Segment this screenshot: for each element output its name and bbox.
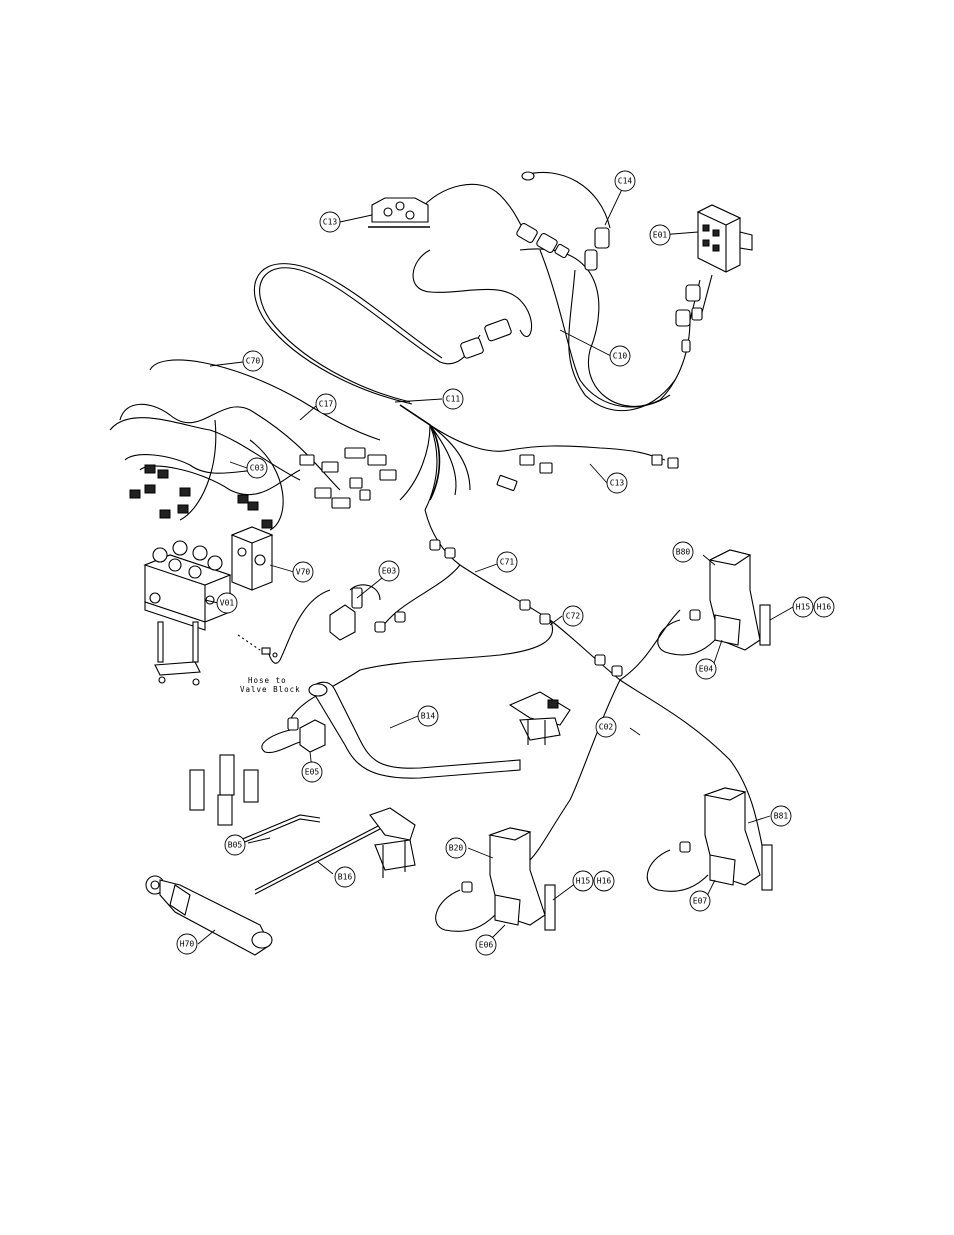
callout-b16: B16 (335, 867, 355, 887)
callout-leaders (198, 183, 793, 944)
callout-c11: C11 (443, 389, 463, 409)
svg-text:H15: H15 (576, 877, 591, 886)
callout-h16-lower: H16 (594, 871, 614, 891)
callout-e06: E06 (476, 935, 496, 955)
hydraulic-cylinder-part (146, 876, 272, 955)
callout-b81: B81 (771, 806, 791, 826)
callout-v01: V01 (217, 593, 237, 613)
svg-text:B05: B05 (228, 841, 243, 850)
svg-text:H70: H70 (180, 940, 195, 949)
svg-text:B16: B16 (338, 873, 353, 882)
plates-part (190, 755, 258, 825)
callout-e05: E05 (302, 762, 322, 782)
svg-text:E07: E07 (693, 897, 708, 906)
callout-e04: E04 (696, 659, 716, 679)
svg-text:B81: B81 (774, 812, 789, 821)
svg-text:C10: C10 (613, 352, 628, 361)
rod-b05-part (240, 815, 320, 844)
callout-c72: C72 (563, 606, 583, 626)
svg-text:E03: E03 (382, 567, 397, 576)
hose-fitting-part (238, 635, 277, 657)
svg-text:C17: C17 (319, 400, 334, 409)
svg-text:C13: C13 (610, 479, 625, 488)
svg-text:H16: H16 (597, 877, 612, 886)
callout-c13-top: C13 (320, 212, 340, 232)
svg-text:B14: B14 (421, 712, 436, 721)
tube-b14-part (309, 682, 520, 778)
callout-h15-upper: H15 (793, 597, 813, 617)
sensor-e05-part (262, 718, 325, 753)
svg-text:C72: C72 (566, 612, 581, 621)
svg-text:C14: C14 (618, 177, 633, 186)
svg-text:C70: C70 (246, 357, 261, 366)
svg-text:H16: H16 (817, 603, 832, 612)
svg-text:V70: V70 (296, 568, 311, 577)
bracket-b81-part (647, 788, 772, 891)
svg-text:C03: C03 (250, 464, 265, 473)
rod-b16-part (255, 808, 415, 894)
svg-text:E01: E01 (653, 231, 668, 240)
callout-c71: C71 (497, 552, 517, 572)
svg-text:Valve Block: Valve Block (240, 685, 301, 694)
callout-c17: C17 (316, 394, 336, 414)
callout-c10: C10 (610, 346, 630, 366)
callout-e07: E07 (690, 891, 710, 911)
svg-text:C71: C71 (500, 558, 515, 567)
svg-text:E06: E06 (479, 941, 494, 950)
bracket-assembly-part (510, 692, 570, 745)
callout-b05: B05 (225, 835, 245, 855)
callout-b20: B20 (446, 838, 466, 858)
valve-v70-part (232, 527, 272, 590)
switch-plate-part (368, 198, 430, 227)
svg-text:C02: C02 (599, 723, 614, 732)
svg-text:V01: V01 (220, 599, 235, 608)
inline-connectors (430, 540, 622, 676)
callout-e03: E03 (379, 561, 399, 581)
svg-text:C13: C13 (323, 218, 338, 227)
callout-v70: V70 (293, 562, 313, 582)
callout-c14: C14 (615, 171, 635, 191)
callout-b80: B80 (673, 542, 693, 562)
valve-block-v01-part (145, 541, 230, 685)
callout-h15-lower: H15 (573, 871, 593, 891)
callout-e01: E01 (650, 225, 670, 245)
svg-text:E04: E04 (699, 665, 714, 674)
svg-text:Hose to: Hose to (248, 676, 287, 685)
callout-h70: H70 (177, 934, 197, 954)
callout-b14: B14 (418, 706, 438, 726)
bracket-b80-part (658, 550, 770, 655)
callout-h16-upper: H16 (814, 597, 834, 617)
callout-c70: C70 (243, 351, 263, 371)
svg-text:B20: B20 (449, 844, 464, 853)
svg-text:E05: E05 (305, 768, 320, 777)
callout-c02: C02 (596, 717, 616, 737)
control-box-part (676, 205, 752, 352)
svg-text:C11: C11 (446, 395, 461, 404)
hose-note: Hose to Valve Block (240, 676, 301, 694)
svg-text:B80: B80 (676, 548, 691, 557)
svg-text:H15: H15 (796, 603, 811, 612)
callout-c03: C03 (247, 458, 267, 478)
callout-c13-right: C13 (607, 473, 627, 493)
